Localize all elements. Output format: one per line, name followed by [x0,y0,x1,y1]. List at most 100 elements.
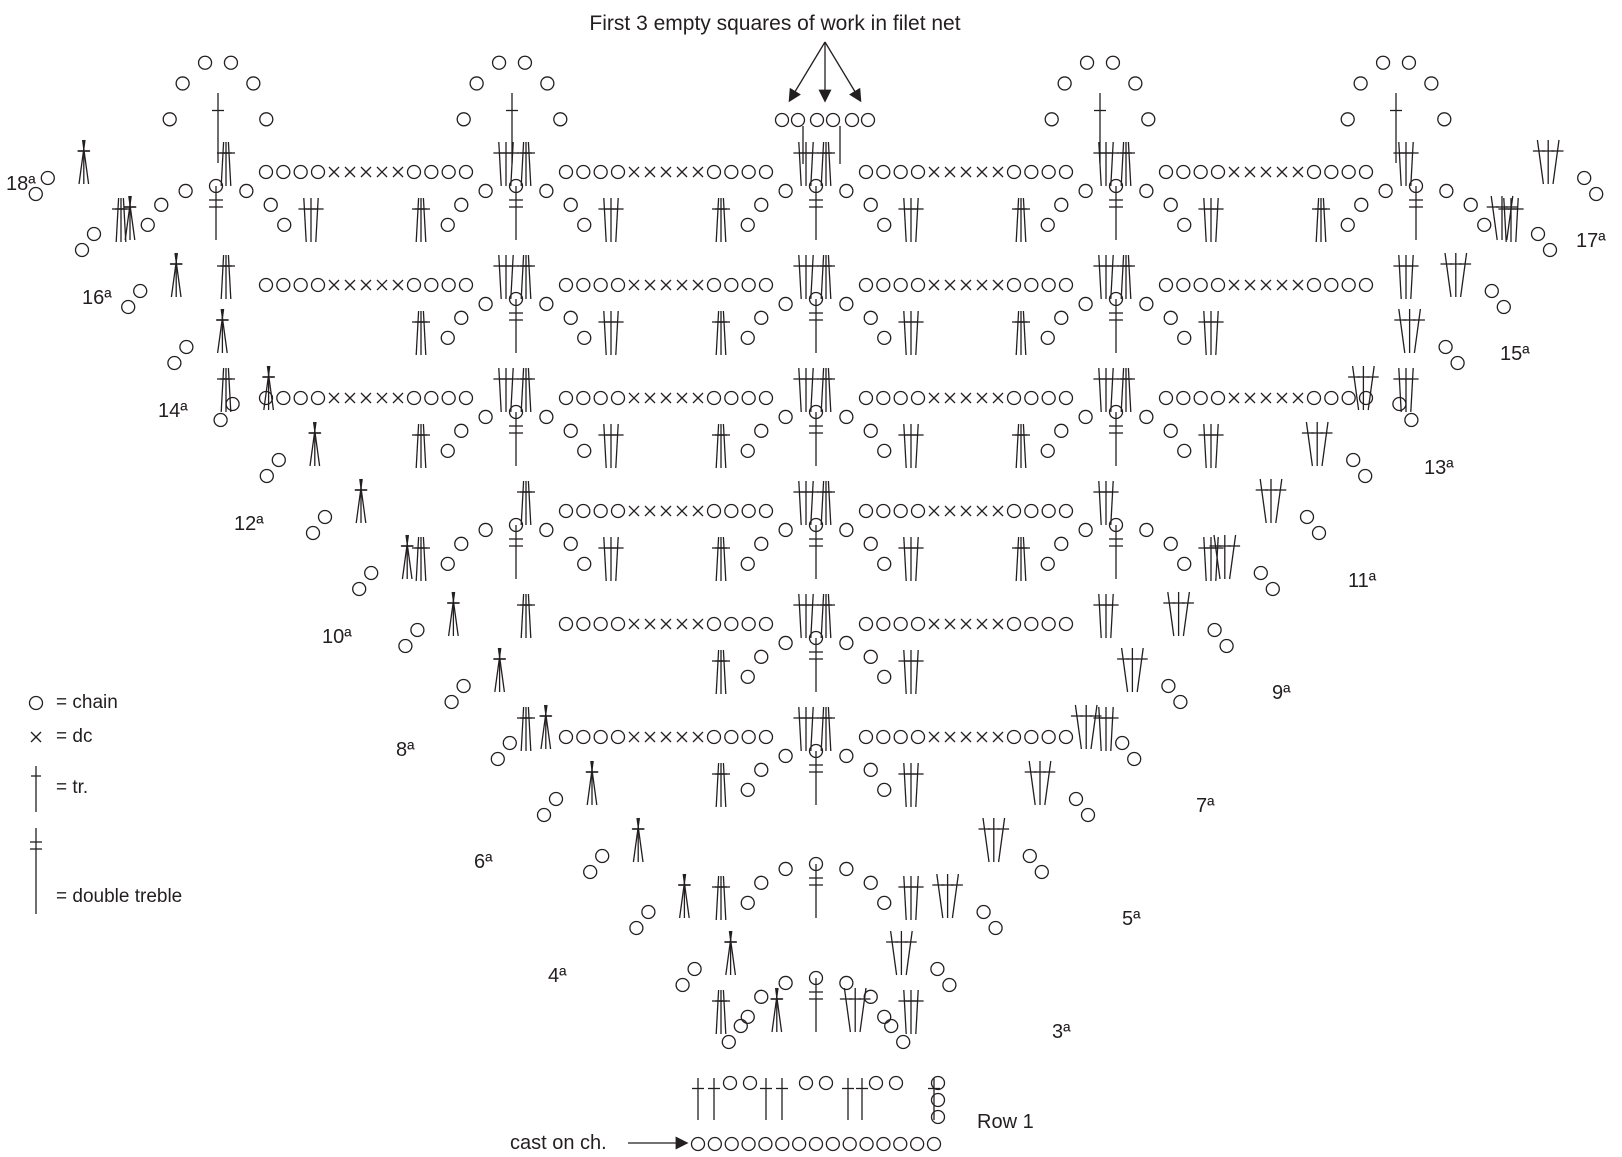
chain-stitch [928,1138,941,1151]
treble-stitch [616,424,618,468]
treble-stitch [828,255,830,299]
treble-stitch [811,368,813,412]
chain-stitch [741,1010,754,1023]
treble-stitch [916,311,918,355]
chain-stitch [1194,392,1207,405]
chain-stitch [864,990,877,1003]
chain-stitch [760,618,773,631]
chain-stitch [820,1077,833,1090]
chain-stitch [554,113,567,126]
treble-stitch [1414,309,1420,353]
dc-stitch [361,167,371,177]
chain-stitch [264,198,277,211]
treble-stitch [916,876,918,920]
dc-stitch [645,280,655,290]
chain-stitch [894,279,907,292]
chain-stitch [864,311,877,324]
chain-stitch [1055,198,1068,211]
chain-stitch [779,184,792,197]
dc-stitch [961,732,971,742]
dc-stitch [929,506,939,516]
treble-stitch [723,537,725,581]
chain-stitch [584,866,597,879]
chain-stitch [76,244,89,257]
chain-stitch [425,166,438,179]
treble-stitch [423,537,425,581]
chain-stitch [1360,279,1373,292]
dc-stitch [1261,280,1271,290]
treble-stitch [723,650,725,694]
chain-stitch [860,731,873,744]
chain-stitch [744,1077,757,1090]
treble-stitch [1204,537,1206,581]
chain-stitch [864,198,877,211]
treble-stitch [1091,705,1097,749]
dc-stitch [345,167,355,177]
chain-stitch [1042,505,1055,518]
chain-stitch [1308,166,1321,179]
chain-stitch [155,198,168,211]
chain-stitch [612,279,625,292]
treble-stitch [221,255,223,299]
row-label-11: 11ª [1348,570,1377,592]
dc-stitch [945,732,955,742]
treble-stitch [1276,479,1282,523]
treble-stitch [716,650,718,694]
treble-stitch [937,874,943,918]
treble-stitch [904,990,906,1034]
chain-stitch [1160,392,1173,405]
chain-stitch [1079,523,1092,536]
chain-stitch [1212,279,1225,292]
treble-stitch [821,255,823,299]
chain-stitch [594,505,607,518]
dc-stitch [645,506,655,516]
treble-stitch [1099,368,1101,412]
chain-stitch [1360,392,1373,405]
treble-stitch [1491,196,1497,240]
treble-stitch [1306,422,1312,466]
row-label-4: 4ª [548,965,567,987]
chain-stitch [540,523,553,536]
chain-stitch [1342,279,1355,292]
treble-stitch [528,481,530,525]
legend-chain-label: = chain [56,692,118,714]
chain-stitch [260,470,273,483]
chain-stitch [577,618,590,631]
chain-stitch [776,1138,789,1151]
dc-stitch [993,732,1003,742]
chain-stitch [760,392,773,405]
chain-stitch [943,979,956,992]
chain-stitch [1140,523,1153,536]
chain-stitch [779,410,792,423]
chain-stitch [1178,218,1191,231]
dc-stitch [661,167,671,177]
chain-stitch [1025,166,1038,179]
treble-stitch [521,368,523,412]
chain-stitch [1478,218,1491,231]
dc-stitch [329,280,339,290]
chain-stitch [1128,753,1141,766]
chain-stitch [1008,618,1021,631]
chain-stitch [1325,392,1338,405]
treble-stitch [616,198,618,242]
treble-stitch [828,481,830,525]
row-label-16: 16ª [82,287,112,309]
chain-stitch [755,311,768,324]
treble-stitch [1399,142,1401,186]
dc-stitch [661,506,671,516]
treble-stitch [521,255,523,299]
chain-stitch [540,297,553,310]
chain-stitch [1060,166,1073,179]
dc-stitch [677,732,687,742]
chain-stitch [877,731,890,744]
chain-stitch [1079,297,1092,310]
chain-stitch [1220,640,1233,653]
dc-stitch [629,732,639,742]
chain-stitch [1042,392,1055,405]
chain-stitch [725,505,738,518]
dc-stitch [645,393,655,403]
chain-stitch [755,763,768,776]
treble-stitch [1016,537,1018,581]
treble-stitch [799,707,801,751]
